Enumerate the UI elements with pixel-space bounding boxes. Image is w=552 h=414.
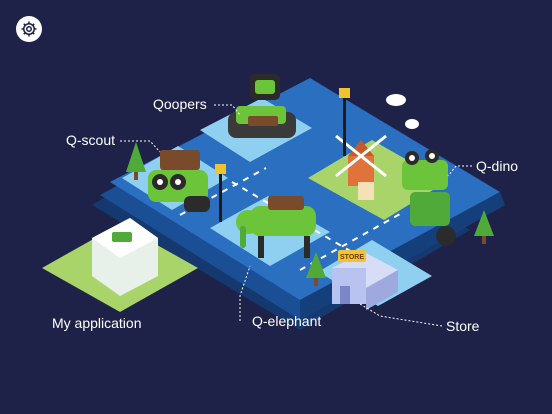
tree-left <box>126 142 146 180</box>
store-building: STORE <box>332 250 398 310</box>
gear-icon <box>21 21 37 37</box>
my-application-robot-print <box>112 232 132 242</box>
windmill <box>335 134 387 200</box>
tree-right <box>474 210 494 244</box>
label-leader-lines <box>120 104 472 327</box>
qoopers-robot <box>228 74 296 138</box>
qoopers-label[interactable]: Qoopers <box>153 96 207 112</box>
cloud-decoration <box>386 94 419 129</box>
store-label[interactable]: Store <box>446 318 480 334</box>
q-dino-robot <box>402 149 456 246</box>
settings-button[interactable] <box>16 16 42 42</box>
q-scout-robot <box>148 150 210 212</box>
my-application-area[interactable] <box>42 218 198 312</box>
q-scout-label[interactable]: Q-scout <box>66 132 116 148</box>
store-sign-text: STORE <box>340 254 364 261</box>
my-application-label[interactable]: My application <box>52 315 142 331</box>
q-elephant-robot <box>236 196 316 258</box>
q-elephant-label[interactable]: Q-elephant <box>252 313 322 329</box>
street-lamp-top <box>339 88 350 156</box>
tree-store <box>306 252 326 286</box>
store-sign <box>338 250 366 262</box>
q-dino-label[interactable]: Q-dino <box>476 158 519 174</box>
street-lamp-mid <box>215 164 226 222</box>
q-elephant-area[interactable] <box>210 190 330 266</box>
store-area[interactable] <box>318 240 432 310</box>
